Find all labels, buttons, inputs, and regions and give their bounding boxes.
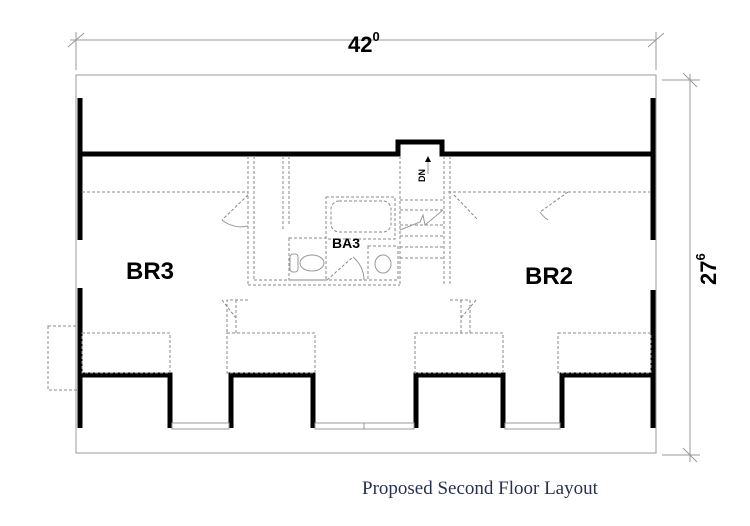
fixtures — [289, 253, 392, 274]
sink-icon — [374, 254, 392, 274]
room-label-ba3: BA3 — [332, 235, 360, 251]
doors — [221, 191, 569, 319]
windows — [171, 422, 561, 430]
depth-dimension-label: 276 — [693, 253, 721, 285]
width-dimension-line — [67, 32, 665, 70]
room-label-br2: BR2 — [525, 263, 573, 290]
depth-dimension-line — [662, 72, 700, 463]
stairs-down-label: DN — [417, 169, 427, 182]
roof-outline — [75, 74, 657, 454]
stair-arrowhead-icon — [425, 156, 431, 162]
toilet-icon — [299, 254, 325, 272]
interior-partitions — [81, 156, 652, 374]
chimney-outline — [47, 325, 79, 391]
width-dimension-label: 420 — [348, 29, 380, 57]
exterior-walls — [77, 98, 656, 428]
plan-caption: Proposed Second Floor Layout — [362, 478, 598, 499]
room-label-br3: BR3 — [126, 258, 174, 285]
